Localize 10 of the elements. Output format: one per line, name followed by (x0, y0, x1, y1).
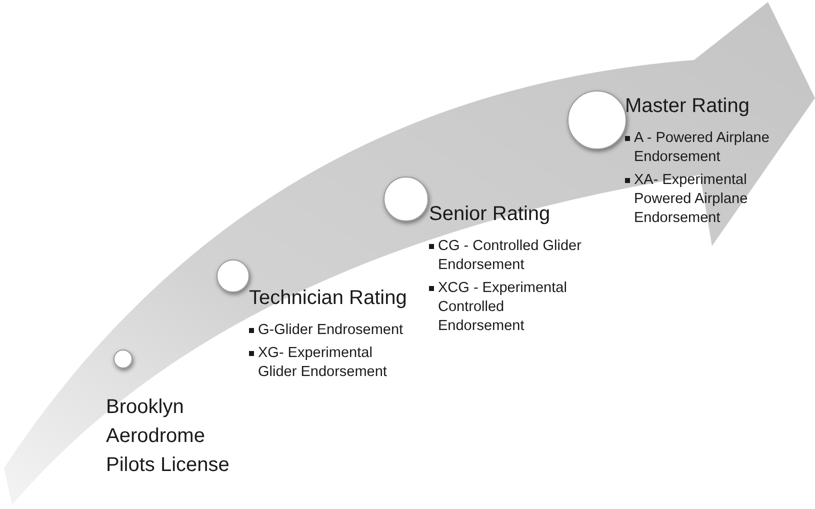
stage-heading: Brooklyn Aerodrome Pilots License (106, 395, 230, 478)
stage-heading: Technician Rating (249, 286, 408, 311)
endorsement-text: XA- Experimental Powered Airplane Endorsement (634, 171, 749, 228)
endorsement-text: A - Powered Airplane Endorsement (634, 129, 770, 167)
endorsement-text: G-Glider Endrosement (258, 321, 404, 340)
endorsement-text: XCG - Experimental Controlled Endorsement (438, 279, 568, 336)
endorsement-text: XG- Experimental Glider Endorsement (258, 344, 388, 382)
stage-heading: Senior Rating (429, 202, 552, 227)
stage-heading: Master Rating (625, 94, 750, 119)
endorsement-text: CG - Controlled Glider Endorsement (438, 237, 582, 275)
